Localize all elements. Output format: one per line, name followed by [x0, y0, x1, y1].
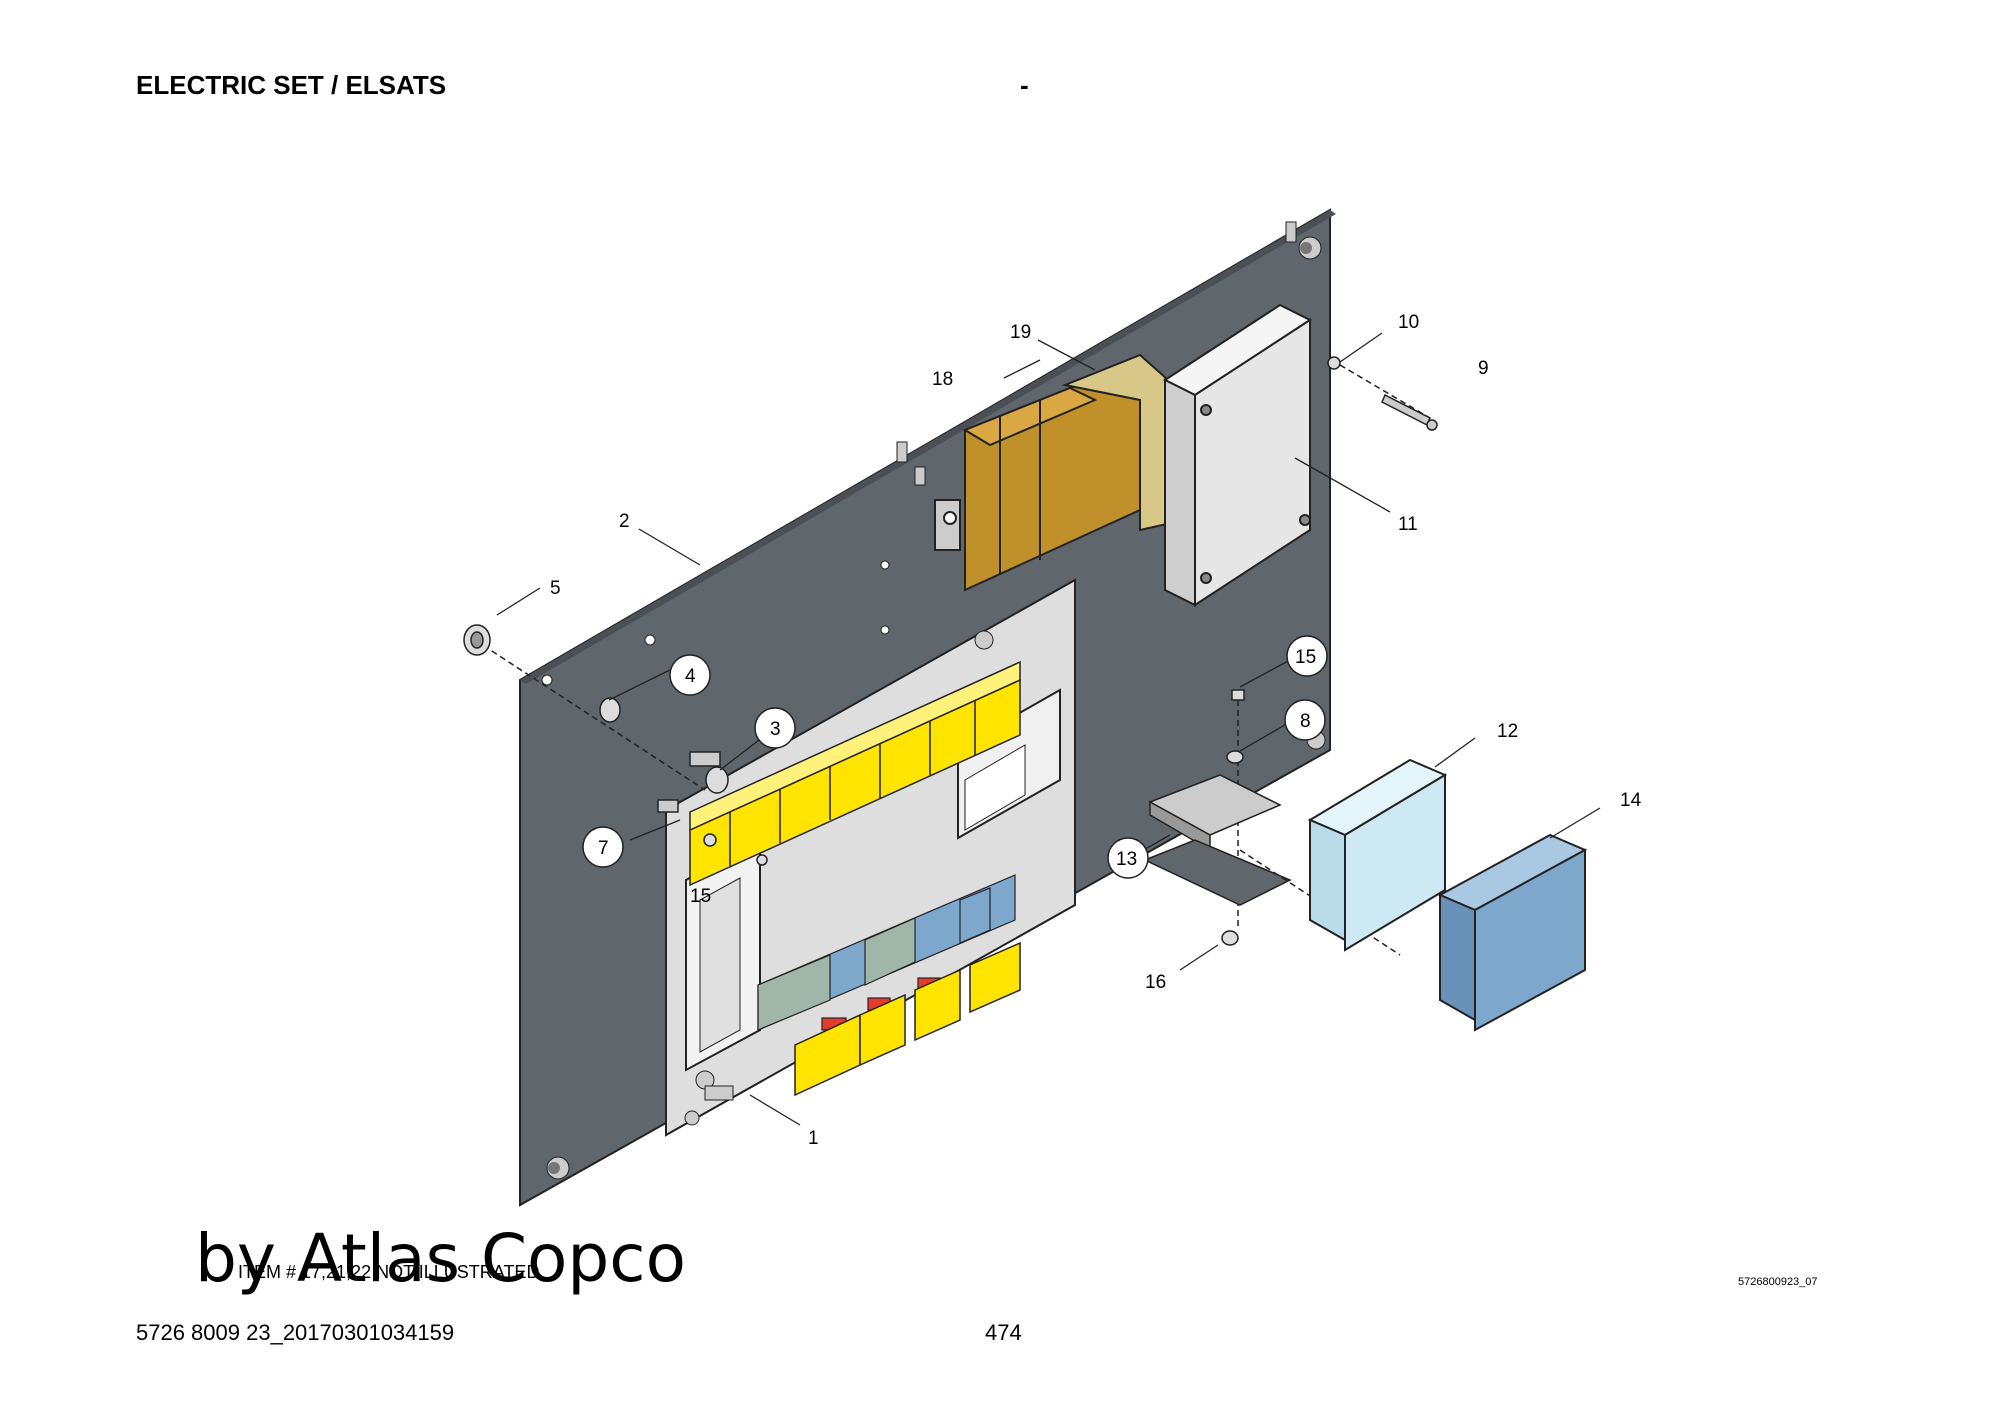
- page-title: ELECTRIC SET / ELSATS: [136, 70, 447, 100]
- callout-5: 5: [550, 578, 561, 599]
- callout-13: 13: [1116, 849, 1137, 870]
- callout-7: 7: [598, 838, 609, 859]
- left-fasteners: [463, 624, 729, 813]
- callout-circles: [582, 635, 1328, 879]
- watermark-text: by Atlas Copco: [195, 1220, 686, 1297]
- callout-4: 4: [685, 666, 696, 687]
- callout-19: 19: [1010, 322, 1031, 343]
- bolt-assembly-9-10: [1327, 356, 1438, 431]
- covers: [1307, 758, 1588, 1032]
- callout-1: 1: [808, 1128, 819, 1149]
- lower-relay-row: [794, 941, 1021, 1097]
- page-number: 474: [985, 1320, 1022, 1345]
- callout-3: 3: [770, 719, 781, 740]
- callout-2: 2: [619, 511, 630, 532]
- callout-14: 14: [1620, 790, 1642, 811]
- callout-16: 16: [1145, 972, 1166, 993]
- callout-11: 11: [1398, 514, 1418, 535]
- not-illustrated-note: ITEM # 17,21,22 NOT ILLUSTRATED: [238, 1262, 540, 1282]
- document-id: 5726 8009 23_20170301034159: [136, 1320, 455, 1345]
- control-box: [1162, 303, 1313, 607]
- callout-8: 8: [1300, 711, 1311, 732]
- fuse-row: [757, 874, 1016, 1031]
- header-dash: -: [1020, 70, 1029, 100]
- callout-15-lower: 15: [690, 886, 711, 907]
- upper-relay-row: [689, 660, 1021, 887]
- callout-labels: 1 2 3 4 5 7 8 9 10 11 12 13 14 15 15 16 …: [550, 312, 1642, 1149]
- callout-10: 10: [1398, 312, 1419, 333]
- callout-12: 12: [1497, 721, 1518, 742]
- callout-9: 9: [1478, 358, 1489, 379]
- callout-18: 18: [932, 369, 953, 390]
- drawing-reference: 5726800923_07: [1738, 1276, 1818, 1288]
- callout-15-upper: 15: [1295, 647, 1316, 668]
- power-module: [934, 353, 1186, 592]
